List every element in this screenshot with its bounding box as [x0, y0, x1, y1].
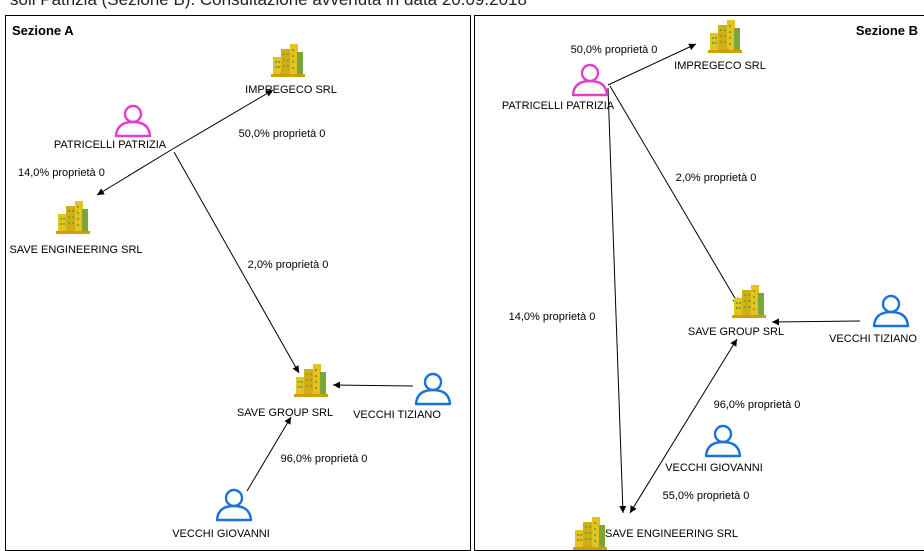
edge-label-giovanni-save-group: 96,0% proprietà 0	[280, 453, 368, 465]
node-label-impregeco: IMPREGECO SRL	[674, 60, 766, 72]
node-label-vecchi-giovanni: VECCHI GIOVANNI	[172, 528, 270, 540]
node-label-save-engineering: SAVE ENGINEERING SRL	[9, 244, 143, 256]
edge-engineering-save-group	[629, 338, 738, 514]
person-icon	[113, 104, 153, 138]
node-label-vecchi-tiziano: VECCHI TIZIANO	[353, 409, 441, 421]
section-b-panel: Sezione B 50,0% proprietà 0 IMPREGECO SR…	[474, 15, 924, 551]
node-label-save-group: SAVE GROUP SRL	[236, 407, 334, 419]
node-label-vecchi-tiziano: VECCHI TIZIANO	[829, 333, 917, 345]
section-a-title: Sezione A	[12, 23, 74, 38]
building-icon	[708, 19, 742, 53]
building-icon	[271, 43, 305, 77]
node-label-patricelli: PATRICELLI PATRIZIA	[501, 100, 615, 112]
edge-label-patricelli-impregeco: 50,0% proprietà 0	[238, 128, 326, 140]
node-label-impregeco: IMPREGECO SRL	[245, 84, 337, 96]
person-icon	[871, 294, 911, 328]
section-b-edges	[607, 43, 861, 514]
edge-label-patricelli-save-group: 2,0% proprietà 0	[675, 172, 757, 184]
section-a-panel: Sezione A IMPREGECO SRL PATRICELLI PATRI…	[5, 15, 471, 551]
edge-tiziano-save-group	[332, 381, 414, 389]
building-icon	[294, 363, 328, 397]
person-icon	[214, 488, 254, 522]
edge-patricelli-save-engineering	[96, 149, 172, 196]
person-icon	[413, 372, 453, 406]
person-icon	[570, 63, 610, 97]
building-icon	[573, 516, 607, 550]
edge-label-patricelli-save-group: 2,0% proprietà 0	[247, 259, 329, 271]
edge-label-patricelli-save-engineering: 14,0% proprietà 0	[18, 167, 105, 179]
section-a-edges	[96, 89, 414, 492]
edge-giovanni-save-group	[246, 416, 292, 492]
building-icon	[56, 200, 90, 234]
edge-patricelli-save-group	[173, 151, 300, 374]
edge-label-patricelli-save-engineering: 14,0% proprietà 0	[508, 311, 596, 323]
section-b-title: Sezione B	[855, 23, 918, 38]
node-label-patricelli: PATRICELLI PATRIZIA	[53, 139, 167, 151]
building-icon	[732, 284, 766, 318]
page-header-text: soli Patrizia (Sezione B). Consultazione…	[0, 0, 924, 11]
node-label-vecchi-giovanni: VECCHI GIOVANNI	[665, 462, 763, 474]
edge-tiziano-save-group	[771, 318, 861, 326]
edge-patricelli-save-engineering	[607, 87, 627, 514]
edge-patricelli-impregeco	[607, 43, 697, 86]
edge-label-engineering-save-group: 96,0% proprietà 0	[713, 399, 801, 411]
person-icon	[703, 424, 743, 458]
edge-patricelli-save-group	[609, 85, 740, 306]
edge-patricelli-impregeco	[170, 89, 274, 151]
node-label-save-group: SAVE GROUP SRL	[687, 326, 785, 338]
edge-label-giovanni-save-engineering: 55,0% proprietà 0	[662, 490, 750, 502]
node-label-save-engineering: SAVE ENGINEERING SRL	[605, 528, 739, 540]
edge-label-patricelli-impregeco: 50,0% proprietà 0	[570, 44, 658, 56]
